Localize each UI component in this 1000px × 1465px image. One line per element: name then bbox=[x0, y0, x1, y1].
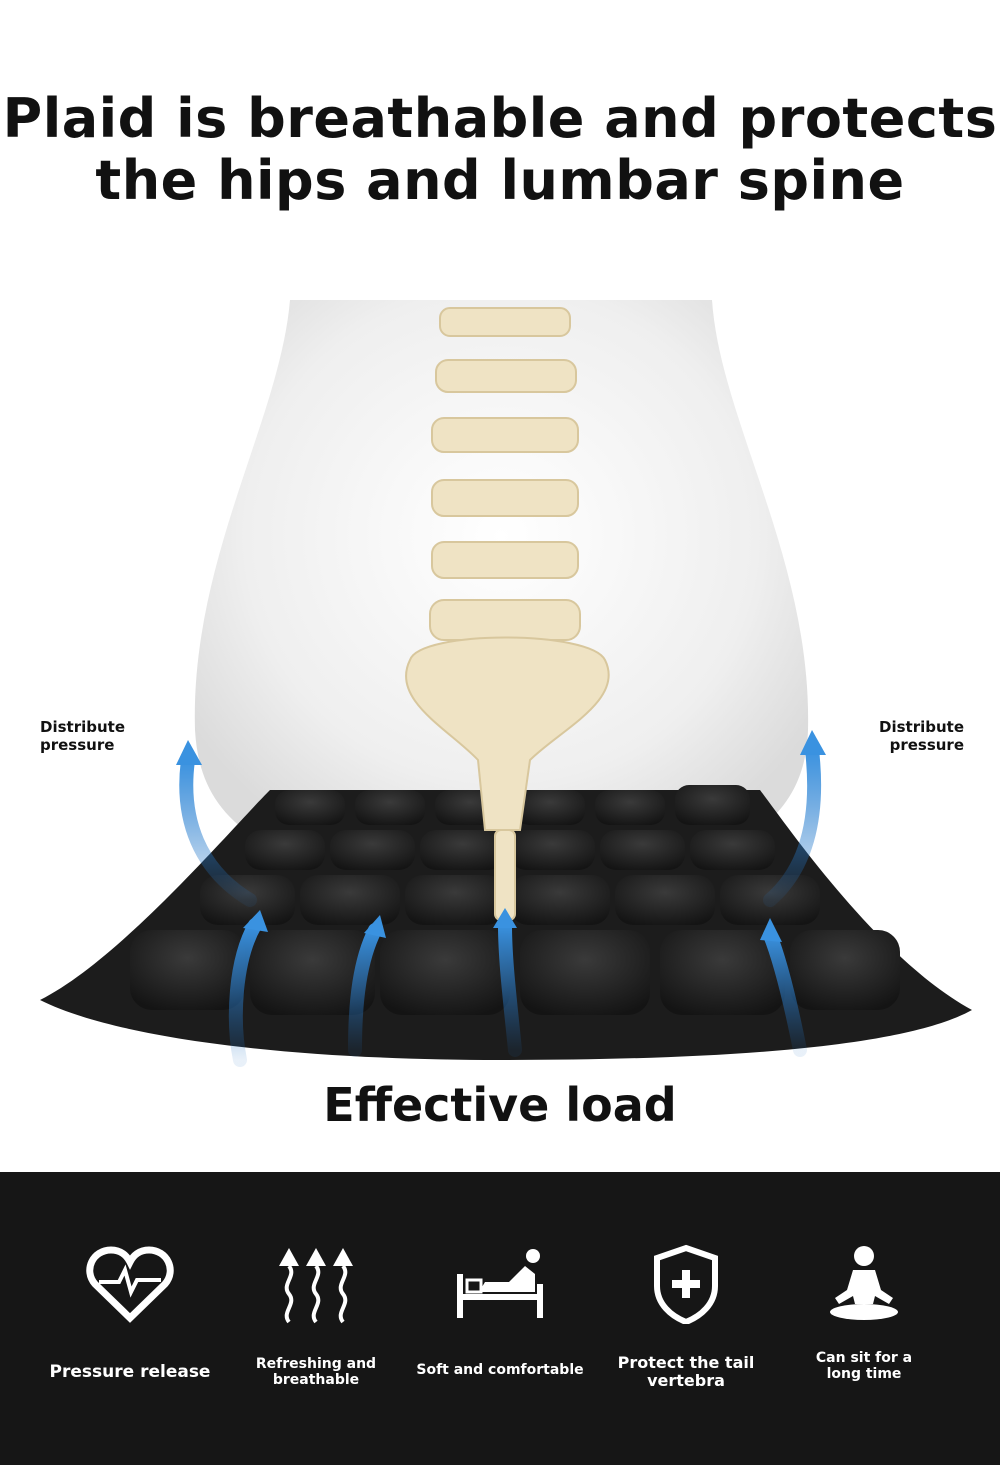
feature-label-line: vertebra bbox=[647, 1371, 725, 1390]
cushion-spine-illustration bbox=[40, 300, 972, 1067]
feature-label-line: Refreshing and bbox=[255, 1356, 377, 1372]
feature-soft-comfortable: Soft and comfortable bbox=[400, 1244, 600, 1378]
feature-protect-tail-vertebra: Protect the tail vertebra bbox=[586, 1244, 786, 1390]
feature-label-line: Protect the tail bbox=[617, 1353, 755, 1372]
feature-band: Pressure release Refreshing and breathab… bbox=[0, 1172, 1000, 1465]
body-silhouette bbox=[194, 300, 809, 890]
pressure-arrows bbox=[179, 743, 822, 1067]
feature-label-line: long time bbox=[826, 1366, 902, 1382]
distribute-pressure-right-line-1: Distribute bbox=[879, 718, 964, 736]
feature-refreshing: Refreshing and breathable bbox=[216, 1244, 416, 1388]
spine-bones bbox=[405, 307, 610, 921]
feature-sit-long-time: Can sit for a long time bbox=[764, 1244, 964, 1382]
cushion-cells bbox=[130, 785, 900, 1015]
bed-icon bbox=[457, 1249, 543, 1318]
heart-pulse-icon bbox=[86, 1246, 174, 1323]
effective-load-caption: Effective load bbox=[323, 1078, 677, 1132]
feature-label-line: Can sit for a bbox=[815, 1350, 913, 1366]
arrow-heads bbox=[176, 730, 826, 942]
distribute-pressure-right: Distribute pressure bbox=[879, 718, 964, 754]
breathable-arrows-icon bbox=[279, 1248, 353, 1324]
distribute-pressure-left-line-2: pressure bbox=[40, 736, 115, 754]
distribute-pressure-left-line-1: Distribute bbox=[40, 718, 125, 736]
headline-line-2: the hips and lumbar spine bbox=[95, 149, 905, 212]
feature-label-line: Pressure release bbox=[49, 1362, 211, 1382]
headline-line-1: Plaid is breathable and protects bbox=[2, 87, 998, 150]
shield-plus-icon bbox=[654, 1244, 718, 1324]
sitting-person-icon bbox=[830, 1246, 898, 1320]
feature-label-line: Soft and comfortable bbox=[416, 1362, 584, 1378]
distribute-pressure-right-line-2: pressure bbox=[889, 736, 964, 754]
distribute-pressure-left: Distribute pressure bbox=[40, 718, 125, 754]
feature-label-line: breathable bbox=[272, 1372, 360, 1388]
headline: Plaid is breathable and protects the hip… bbox=[0, 88, 1000, 212]
feature-pressure-release: Pressure release bbox=[30, 1244, 230, 1382]
